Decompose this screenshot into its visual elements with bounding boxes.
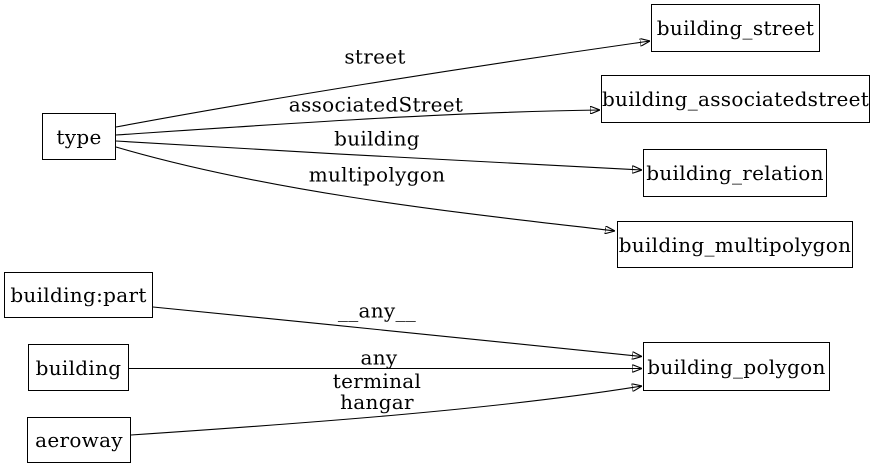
edge-label-street: street bbox=[344, 44, 406, 69]
node-type: type bbox=[42, 113, 116, 160]
edge-aeroway-to-building_polygon bbox=[130, 386, 642, 436]
edge-label-terminal-hangar: terminal hangar bbox=[332, 369, 422, 414]
edge-type-to-building_associatedstreet bbox=[115, 110, 600, 136]
edge-type-to-building_street bbox=[115, 41, 650, 128]
edge-label-any-building: __any__ bbox=[339, 345, 419, 370]
edge-label-multipolygon: multipolygon bbox=[308, 162, 446, 187]
edge-label-building: building bbox=[334, 126, 420, 151]
node-building_relation: building_relation bbox=[643, 149, 827, 197]
node-building_street: building_street bbox=[651, 4, 820, 52]
node-building_polygon: building_polygon bbox=[643, 342, 830, 391]
node-building_part: building:part bbox=[4, 272, 153, 318]
edge-building_part-to-building_polygon bbox=[152, 306, 642, 357]
edge-label-any-building-part: __any__ bbox=[337, 298, 417, 323]
edge-type-to-building_multipolygon bbox=[115, 146, 615, 231]
node-building_associatedstreet: building_associatedstreet bbox=[601, 75, 870, 123]
edge-type-to-building_relation bbox=[115, 140, 642, 170]
node-building_multipolygon: building_multipolygon bbox=[617, 221, 853, 268]
edge-label-associatedstreet: associatedStreet bbox=[288, 92, 464, 117]
node-building: building bbox=[28, 344, 129, 391]
node-aeroway: aeroway bbox=[27, 417, 131, 463]
